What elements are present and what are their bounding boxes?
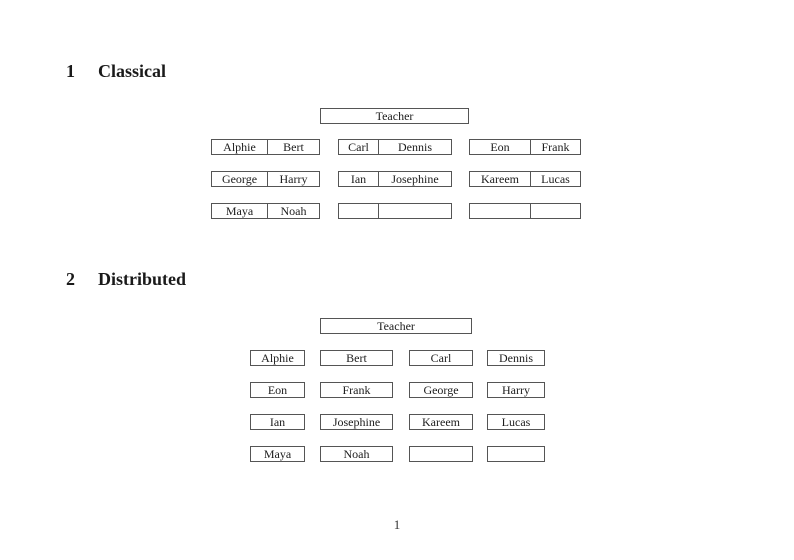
section-number: 1 [66, 61, 75, 81]
section-heading-classical: 1 Classical [66, 61, 166, 82]
desk: Alphie Bert [211, 139, 320, 155]
seat: George [212, 172, 268, 186]
desk-empty [338, 203, 452, 219]
seat: Ian [339, 172, 379, 186]
desk: George Harry [211, 171, 320, 187]
desk: Frank [320, 382, 393, 398]
seat: Bert [283, 140, 304, 154]
desk: Harry [487, 382, 545, 398]
seat-empty [470, 204, 531, 218]
seat: Josephine [391, 172, 439, 186]
seat: Dennis [398, 140, 432, 154]
desk: Dennis [487, 350, 545, 366]
desk: George [409, 382, 473, 398]
section-title: Classical [98, 61, 167, 81]
seat-empty [379, 204, 451, 218]
seat-empty [339, 204, 379, 218]
seat: Carl [339, 140, 379, 154]
desk: Maya [250, 446, 305, 462]
desk: Ian [250, 414, 305, 430]
desk-empty [487, 446, 545, 462]
seat: Lucas [541, 172, 570, 186]
seat: Kareem [470, 172, 531, 186]
desk: Maya Noah [211, 203, 320, 219]
seat: Frank [541, 140, 570, 154]
desk: Alphie [250, 350, 305, 366]
section-title: Distributed [98, 269, 187, 289]
desk: Kareem [409, 414, 473, 430]
teacher-desk: Teacher [320, 318, 472, 334]
teacher-desk: Teacher [320, 108, 469, 124]
desk: Eon Frank [469, 139, 581, 155]
seat: Eon [470, 140, 531, 154]
desk-empty [409, 446, 473, 462]
seat-empty [531, 204, 580, 218]
desk-empty [469, 203, 581, 219]
seat: Noah [280, 204, 307, 218]
seat: Maya [212, 204, 268, 218]
section-heading-distributed: 2 Distributed [66, 269, 186, 290]
seat: Alphie [212, 140, 268, 154]
section-number: 2 [66, 269, 75, 289]
desk: Kareem Lucas [469, 171, 581, 187]
desk: Eon [250, 382, 305, 398]
desk: Lucas [487, 414, 545, 430]
desk: Ian Josephine [338, 171, 452, 187]
seat: Harry [279, 172, 308, 186]
desk: Josephine [320, 414, 393, 430]
desk: Carl [409, 350, 473, 366]
desk: Carl Dennis [338, 139, 452, 155]
desk: Bert [320, 350, 393, 366]
desk: Noah [320, 446, 393, 462]
page-number: 1 [393, 517, 401, 532]
